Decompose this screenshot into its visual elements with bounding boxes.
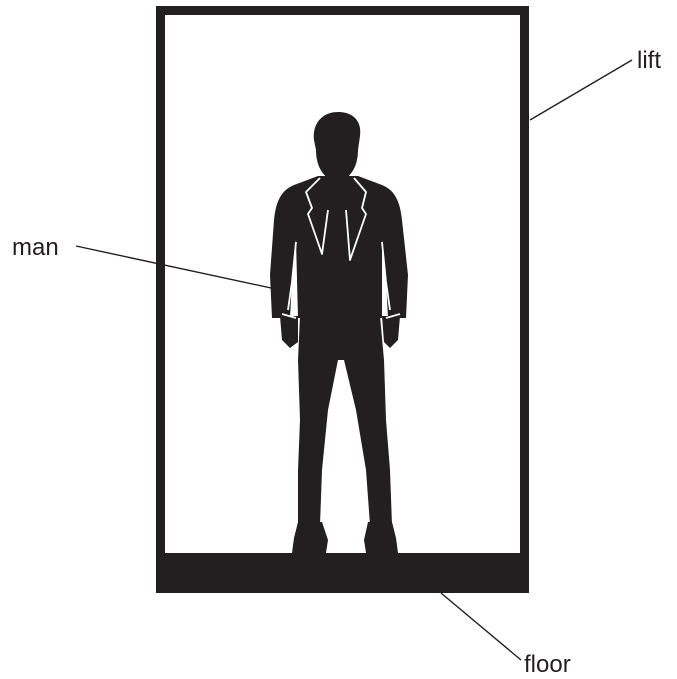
man-label: man [12,234,59,261]
lift-label: lift [637,47,661,74]
man-right-shoe [364,522,398,553]
floor-leader-line [441,593,521,660]
man-left-shoe [292,522,328,553]
floor-slab [156,553,529,593]
floor-label: floor [524,651,571,678]
lift-leader-line [530,60,632,120]
